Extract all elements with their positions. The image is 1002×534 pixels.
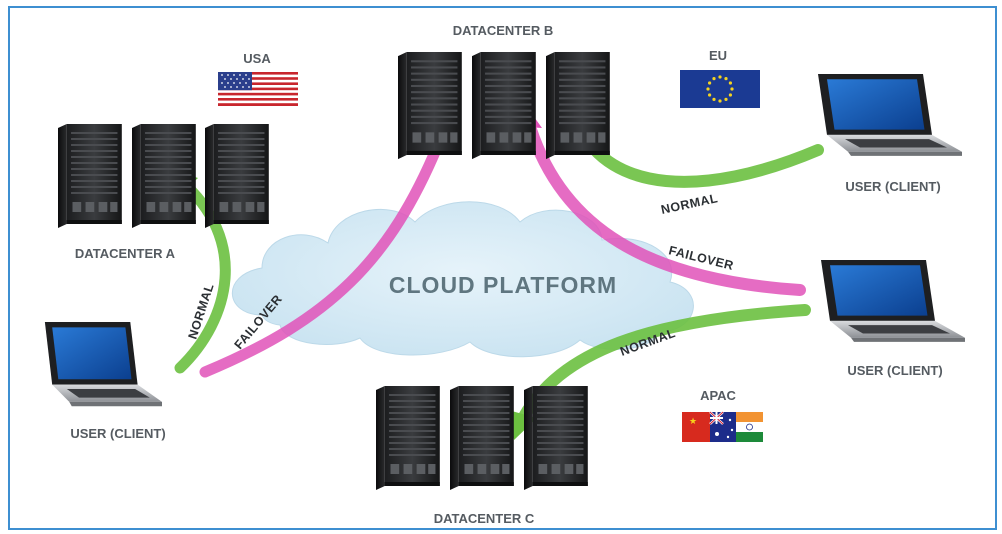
client-bottom-right-laptop-icon xyxy=(821,260,965,342)
server-icon xyxy=(524,386,588,490)
flow-label-top-right-normal: NORMAL xyxy=(660,191,720,217)
server-icon xyxy=(546,52,610,160)
datacenter-c-servers xyxy=(376,386,588,490)
region-apac-label: APAC xyxy=(700,388,736,403)
server-icon xyxy=(472,52,536,160)
india-flag-icon xyxy=(736,412,763,442)
server-icon xyxy=(376,386,440,490)
svg-text:★: ★ xyxy=(689,417,697,427)
eu-flag-icon xyxy=(680,70,760,108)
server-icon xyxy=(205,124,269,228)
client-top-right-label: USER (CLIENT) xyxy=(845,179,940,194)
datacenter-a-servers xyxy=(58,124,269,228)
australia-flag-icon xyxy=(709,411,736,442)
client-bottom-right-label: USER (CLIENT) xyxy=(847,363,942,378)
server-icon xyxy=(398,52,462,160)
datacenter-b-servers xyxy=(398,52,610,160)
diagram-frame xyxy=(8,6,997,530)
client-left-laptop-icon xyxy=(44,322,162,407)
client-top-right-laptop-icon xyxy=(818,74,962,156)
usa-flag-icon xyxy=(218,72,298,106)
server-icon xyxy=(58,124,122,228)
region-usa-label: USA xyxy=(243,51,271,66)
datacenter-c-label: DATACENTER C xyxy=(434,511,535,526)
datacenter-b-label: DATACENTER B xyxy=(453,23,554,38)
server-icon xyxy=(450,386,514,490)
datacenter-a-label: DATACENTER A xyxy=(75,246,176,261)
china-flag-icon xyxy=(682,412,710,442)
region-eu-label: EU xyxy=(709,48,727,63)
cloud-platform-label: CLOUD PLATFORM xyxy=(389,272,617,298)
server-icon xyxy=(132,124,196,228)
client-left-label: USER (CLIENT) xyxy=(70,426,165,441)
apac-flags-icon: ★ xyxy=(682,411,763,442)
